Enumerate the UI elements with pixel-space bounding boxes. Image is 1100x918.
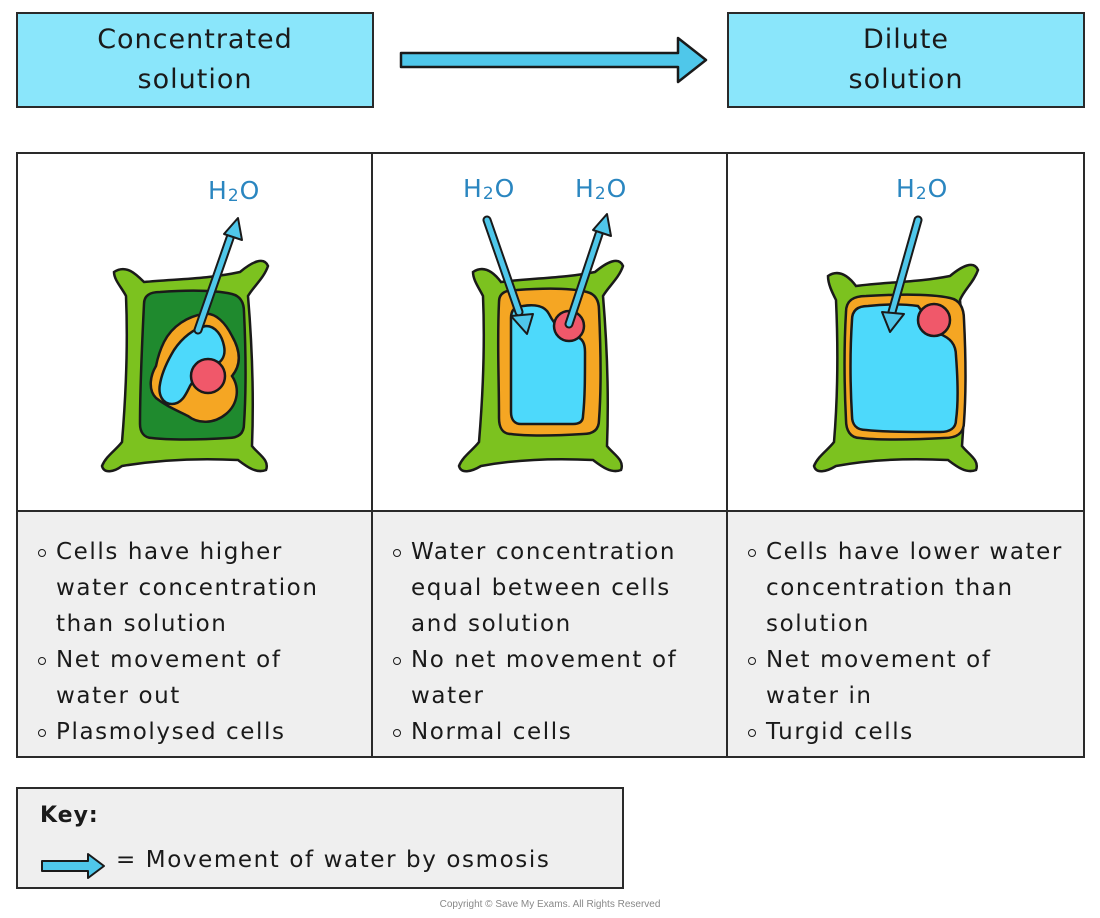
nucleus [189, 357, 227, 395]
nucleus [916, 302, 952, 338]
plasmolysed-cell-panel: H2O [18, 154, 373, 512]
water-out-arrow-icon [564, 213, 612, 329]
water-in-arrow-icon [482, 215, 534, 335]
turgid-cell-panel: H2O [728, 154, 1083, 512]
blue-arrow-icon [41, 853, 105, 879]
fact-item: Plasmolysed cells [36, 714, 371, 750]
key-legend: Key: = Movement of water by osmosis [16, 787, 624, 889]
h2o-label: H2O [463, 174, 516, 204]
concentrated-label-line1: Concentrated [97, 24, 293, 55]
h2o-label: H2O [208, 176, 261, 206]
key-entry-text: = Movement of water by osmosis [116, 847, 551, 873]
fact-item: Net movement of water out [36, 642, 326, 714]
fact-item: Cells have lower water concentration tha… [746, 534, 1066, 642]
turgid-cell-diagram [812, 215, 980, 473]
dilute-label-line2: solution [848, 64, 964, 95]
facts-list: Cells have lower water concentration tha… [746, 534, 1083, 750]
water-in-arrow-icon [881, 215, 923, 333]
facts-list: Cells have higher water concentration th… [36, 534, 371, 750]
h2o-label: H2O [896, 174, 949, 204]
turgid-facts-panel: Cells have lower water concentration tha… [728, 512, 1083, 756]
plasmolysed-facts-panel: Cells have higher water concentration th… [18, 512, 373, 756]
h2o-label: H2O [575, 174, 628, 204]
plasmolysed-cell-diagram [100, 217, 270, 473]
normal-facts-panel: Water concentration equal between cells … [373, 512, 728, 756]
key-title: Key: [40, 803, 99, 828]
fact-item: No net movement of water [391, 642, 721, 714]
facts-list: Water concentration equal between cells … [391, 534, 726, 750]
osmosis-comparison-table: H2O H2O H2O [16, 152, 1085, 758]
copyright-notice: Copyright © Save My Exams. All Rights Re… [439, 899, 661, 910]
normal-cell-panel: H2O H2O [373, 154, 728, 512]
dilute-solution-label: Dilute solution [727, 12, 1085, 108]
fact-item: Normal cells [391, 714, 726, 750]
fact-item: Water concentration equal between cells … [391, 534, 721, 642]
water-out-arrow-icon [193, 217, 243, 335]
fact-item: Net movement of water in [746, 642, 1036, 714]
dilute-label-line1: Dilute [862, 24, 950, 55]
fact-item: Turgid cells [746, 714, 1083, 750]
fact-item: Cells have higher water concentration th… [36, 534, 356, 642]
concentrated-label-line2: solution [137, 64, 253, 95]
normal-cell-diagram [457, 213, 625, 473]
concentrated-solution-label: Concentrated solution [16, 12, 374, 108]
direction-arrow-icon [399, 36, 708, 84]
